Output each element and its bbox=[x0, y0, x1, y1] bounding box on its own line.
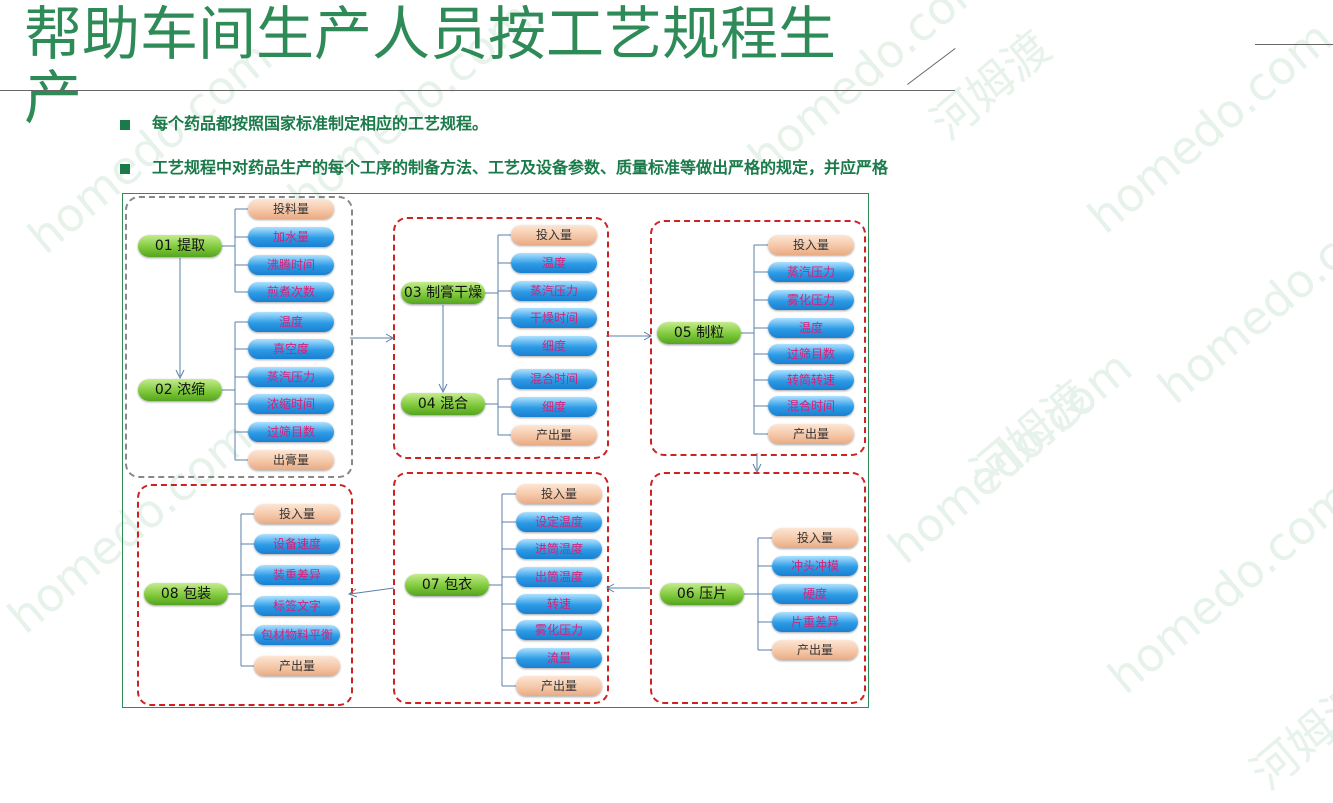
param-pill: 投入量 bbox=[772, 528, 858, 548]
watermark: 河姆渡 bbox=[960, 370, 1102, 501]
param-pill: 混合时间 bbox=[511, 369, 597, 389]
param-pill: 投入量 bbox=[254, 504, 340, 524]
step-05-node: 05 制粒 bbox=[657, 322, 741, 344]
param-pill: 产出量 bbox=[516, 676, 602, 696]
param-pill: 过筛目数 bbox=[768, 344, 854, 364]
param-pill: 细度 bbox=[511, 397, 597, 417]
param-pill: 细度 bbox=[511, 336, 597, 356]
param-pill: 蒸汽压力 bbox=[511, 281, 597, 301]
bullet-square-icon bbox=[120, 119, 130, 130]
param-pill: 雾化压力 bbox=[516, 620, 602, 640]
param-pill: 加水量 bbox=[248, 227, 334, 247]
param-pill: 出筒温度 bbox=[516, 567, 602, 587]
param-pill: 转速 bbox=[516, 594, 602, 614]
group-01-02 bbox=[125, 196, 353, 478]
param-pill: 投入量 bbox=[768, 235, 854, 255]
param-pill: 产出量 bbox=[254, 656, 340, 676]
param-pill: 设备速度 bbox=[254, 534, 340, 554]
param-pill: 冲头冲模 bbox=[772, 556, 858, 576]
param-pill: 真空度 bbox=[248, 339, 334, 359]
param-pill: 产出量 bbox=[768, 424, 854, 444]
divider bbox=[1255, 44, 1333, 45]
step-01-node: 01 提取 bbox=[138, 235, 222, 257]
watermark: homedo.com bbox=[1147, 179, 1333, 415]
param-pill: 装重差异 bbox=[254, 565, 340, 585]
param-pill: 温度 bbox=[511, 253, 597, 273]
page-title: 帮助车间生产人员按工艺规程生产 bbox=[24, 0, 837, 132]
watermark: homedo.com bbox=[877, 339, 1143, 575]
param-pill: 雾化压力 bbox=[768, 290, 854, 310]
bullet-text: 每个药品都按照国家标准制定相应的工艺规程。 bbox=[152, 114, 489, 133]
bullet-1: 每个药品都按照国家标准制定相应的工艺规程。 bbox=[120, 110, 488, 134]
param-pill: 蒸汽压力 bbox=[248, 367, 334, 387]
param-pill: 硬度 bbox=[772, 584, 858, 604]
process-diagram-frame bbox=[122, 193, 869, 708]
step-08-node: 08 包装 bbox=[144, 583, 228, 605]
watermark: 河姆渡 bbox=[920, 20, 1062, 151]
param-pill: 进筒温度 bbox=[516, 539, 602, 559]
param-pill: 煎煮次数 bbox=[248, 282, 334, 302]
param-pill: 投料量 bbox=[248, 199, 334, 219]
param-pill: 标签文字 bbox=[254, 596, 340, 616]
param-pill: 投入量 bbox=[511, 225, 597, 245]
param-pill: 包材物料平衡 bbox=[254, 625, 340, 645]
step-04-node: 04 混合 bbox=[401, 393, 485, 415]
param-pill: 浓缩时间 bbox=[248, 394, 334, 414]
param-pill: 干燥时间 bbox=[511, 308, 597, 328]
divider bbox=[0, 90, 955, 91]
param-pill: 流量 bbox=[516, 648, 602, 668]
param-pill: 混合时间 bbox=[768, 396, 854, 416]
bullet-text: 工艺规程中对药品生产的每个工序的制备方法、工艺及设备参数、质量标准等做出严格的规… bbox=[152, 158, 889, 177]
watermark: 河姆渡 bbox=[1240, 670, 1333, 801]
param-pill: 蒸汽压力 bbox=[768, 262, 854, 282]
param-pill: 设定温度 bbox=[516, 512, 602, 532]
param-pill: 温度 bbox=[768, 318, 854, 338]
watermark: homedo.com bbox=[1077, 9, 1333, 245]
watermark: homedo.com bbox=[1097, 469, 1333, 705]
bullet-square-icon bbox=[120, 163, 130, 174]
bullet-2: 工艺规程中对药品生产的每个工序的制备方法、工艺及设备参数、质量标准等做出严格的规… bbox=[120, 154, 888, 178]
param-pill: 沸腾时间 bbox=[248, 255, 334, 275]
param-pill: 转筒转速 bbox=[768, 370, 854, 390]
step-06-node: 06 压片 bbox=[660, 583, 744, 605]
param-pill: 过筛目数 bbox=[248, 422, 334, 442]
param-pill: 温度 bbox=[248, 312, 334, 332]
param-pill: 投入量 bbox=[516, 484, 602, 504]
step-02-node: 02 浓缩 bbox=[138, 379, 222, 401]
step-07-node: 07 包衣 bbox=[405, 574, 489, 596]
param-pill: 产出量 bbox=[772, 640, 858, 660]
step-03-node: 03 制膏干燥 bbox=[401, 282, 485, 304]
param-pill: 产出量 bbox=[511, 425, 597, 445]
param-pill: 出膏量 bbox=[248, 450, 334, 470]
param-pill: 片重差异 bbox=[772, 612, 858, 632]
divider bbox=[907, 48, 956, 85]
